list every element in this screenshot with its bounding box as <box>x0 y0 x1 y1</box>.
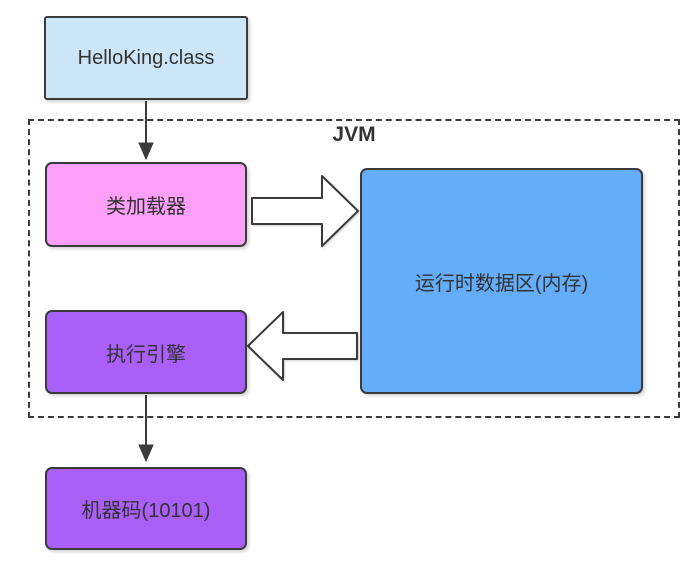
node-execution-engine: 执行引擎 <box>45 310 247 394</box>
node-machine-code: 机器码(10101) <box>45 467 247 550</box>
node-class-loader-label: 类加载器 <box>106 196 186 218</box>
jvm-container-label: JVM <box>332 123 376 146</box>
jvm-container-frame <box>28 119 680 418</box>
node-runtime-data-area-label: 运行时数据区(内存) <box>414 272 589 295</box>
node-class-loader: 类加载器 <box>45 162 247 247</box>
node-machine-code-label: 机器码(10101) <box>81 500 211 522</box>
node-runtime-data-area: 运行时数据区(内存) <box>360 168 643 394</box>
node-helloking-class-label: HelloKing.class <box>77 46 215 69</box>
node-helloking-class: HelloKing.class <box>44 16 248 100</box>
node-execution-engine-label: 执行引擎 <box>106 343 186 366</box>
